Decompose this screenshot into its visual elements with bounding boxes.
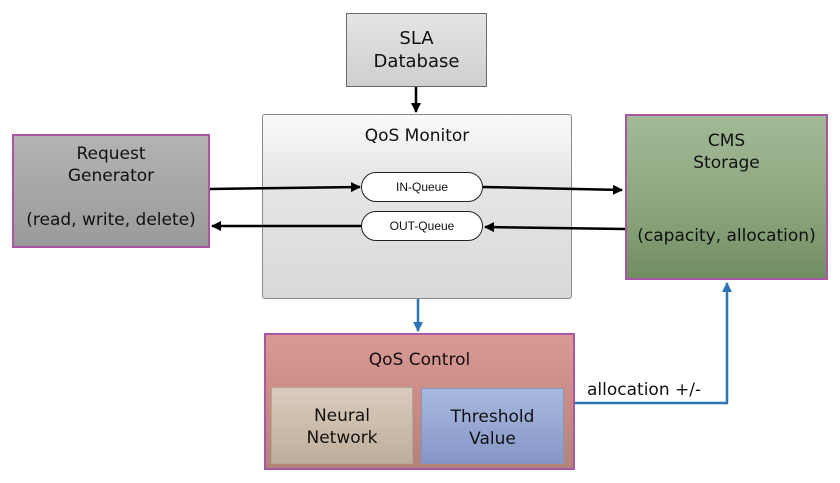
arrow-control-to-cms — [575, 282, 732, 405]
qos-control-title: QoS Control — [368, 350, 471, 370]
out-queue: OUT-Queue — [361, 211, 483, 241]
cms-line3: (capacity, allocation) — [637, 226, 816, 246]
qos-monitor-box: QoS Monitor — [262, 114, 572, 299]
threshold-line2: Value — [469, 429, 516, 449]
in-queue: IN-Queue — [361, 172, 483, 202]
request-generator-box: Request Generator (read, write, delete) — [12, 134, 210, 248]
cms-storage-box: CMS Storage (capacity, allocation) — [625, 114, 828, 280]
neural-network-box: Neural Network — [271, 387, 413, 464]
sla-database-box: SLA Database — [346, 13, 487, 87]
sla-label-line1: SLA — [399, 28, 434, 49]
neural-network-line2: Network — [306, 428, 378, 448]
request-generator-line1: Request — [76, 144, 146, 164]
allocation-label: allocation +/- — [587, 380, 702, 400]
neural-network-line1: Neural — [313, 406, 371, 426]
threshold-line1: Threshold — [450, 407, 535, 427]
arrow-inqueue-to-cms — [482, 184, 623, 195]
cms-line1: CMS — [707, 131, 746, 151]
cms-line2: Storage — [693, 153, 760, 173]
request-generator-line2: Generator — [67, 166, 155, 186]
request-generator-line3: (read, write, delete) — [26, 210, 196, 230]
qos-monitor-title: QoS Monitor — [364, 126, 470, 146]
sla-label-line2: Database — [373, 51, 460, 72]
arrow-request-to-inqueue — [209, 182, 361, 193]
arrow-cms-to-outqueue — [484, 222, 626, 233]
threshold-value-box: Threshold Value — [421, 388, 564, 464]
